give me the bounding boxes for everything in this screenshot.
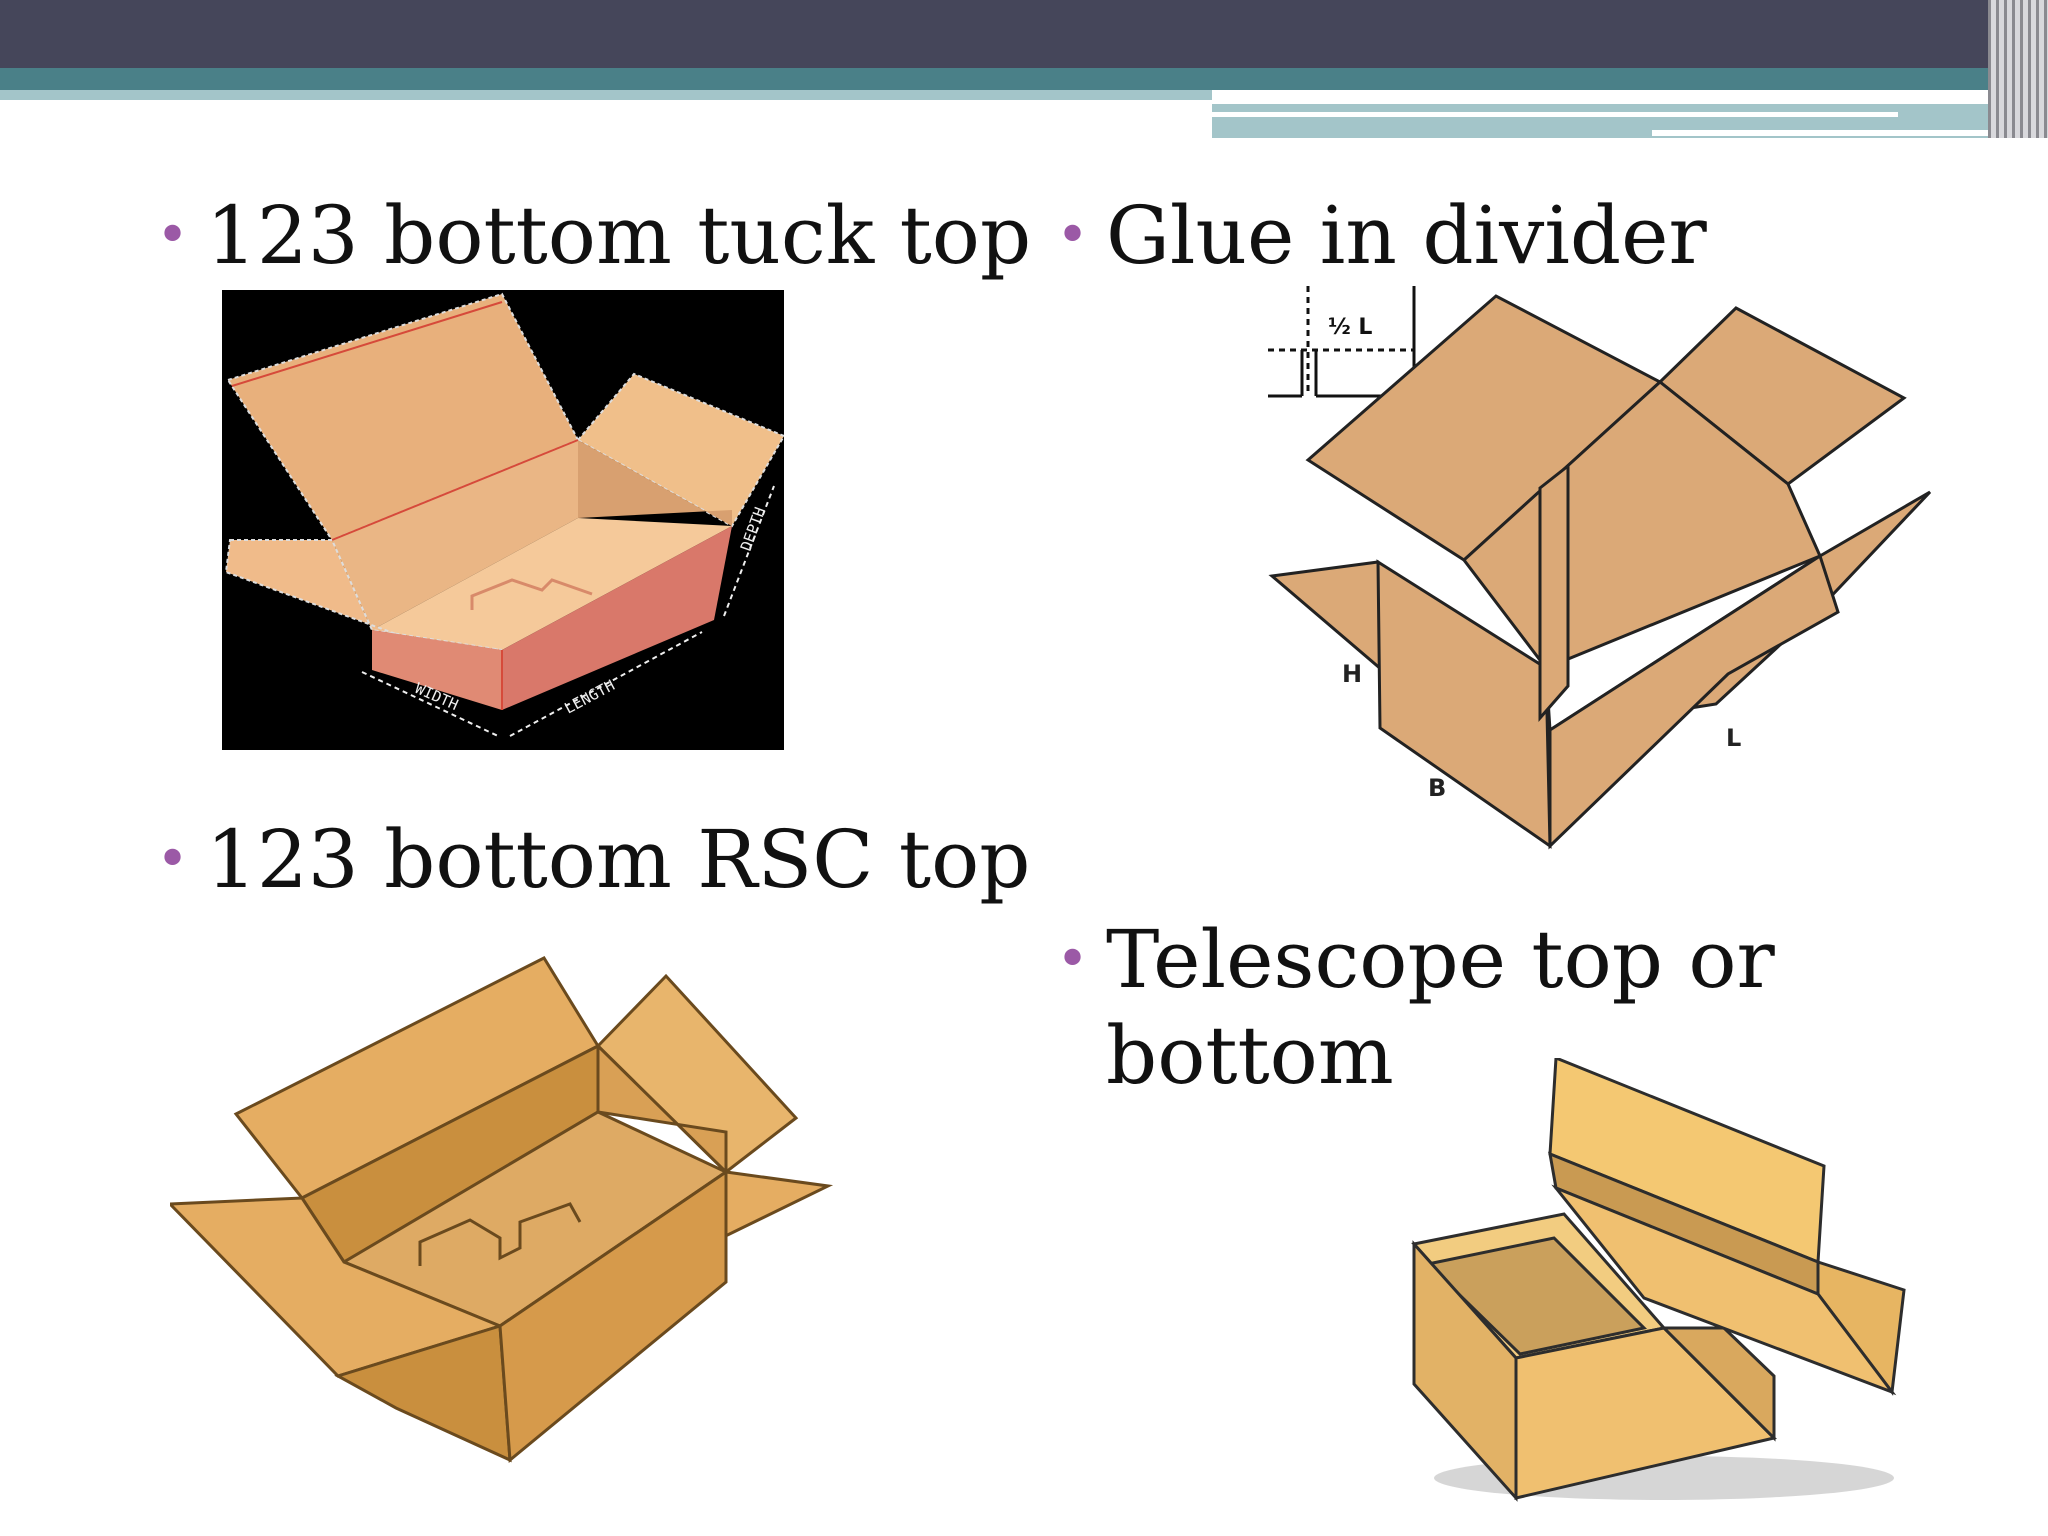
bullet-text-line2: bottom bbox=[1106, 1009, 1394, 1102]
header-edge-lines bbox=[1988, 0, 2048, 138]
divider-box-diagram: ½ L H B L bbox=[1268, 286, 1932, 850]
header-stripe-light bbox=[0, 90, 1212, 100]
l-label: L bbox=[1726, 724, 1741, 752]
h-label: H bbox=[1342, 660, 1362, 688]
bullet-text: 123 bottom tuck top bbox=[206, 189, 1032, 282]
bullet-text: 123 bottom RSC top bbox=[206, 813, 1031, 906]
bullet-dot: • bbox=[1056, 927, 1090, 992]
bullet-dot: • bbox=[156, 827, 190, 892]
header-stripe bbox=[0, 68, 2010, 90]
telescope-box-image bbox=[1404, 1058, 1932, 1506]
header-stripe-line2 bbox=[1652, 130, 2012, 136]
length-label: LENGTH bbox=[561, 676, 617, 717]
header-bar bbox=[0, 0, 2048, 68]
half-length-label: ½ L bbox=[1328, 315, 1372, 340]
bullet-text-line1: Telescope top or bbox=[1106, 913, 1775, 1006]
bullet-glue-divider: • Glue in divider bbox=[1056, 188, 1707, 284]
rsc-box-image bbox=[170, 952, 836, 1472]
b-label: B bbox=[1428, 774, 1446, 802]
bullet-dot: • bbox=[1056, 203, 1090, 268]
bullet-text: Glue in divider bbox=[1106, 189, 1707, 282]
bullet-telescope: • Telescope top or bottom bbox=[1056, 912, 1775, 1104]
bullet-tuck-top: • 123 bottom tuck top bbox=[156, 188, 1032, 284]
bullet-rsc-top: • 123 bottom RSC top bbox=[156, 812, 1031, 908]
bullet-dot: • bbox=[156, 203, 190, 268]
tuck-top-box-image: WIDTH LENGTH DEPTH bbox=[222, 290, 784, 750]
depth-label: DEPTH bbox=[737, 505, 769, 554]
header-stripe-line bbox=[1212, 112, 1898, 117]
